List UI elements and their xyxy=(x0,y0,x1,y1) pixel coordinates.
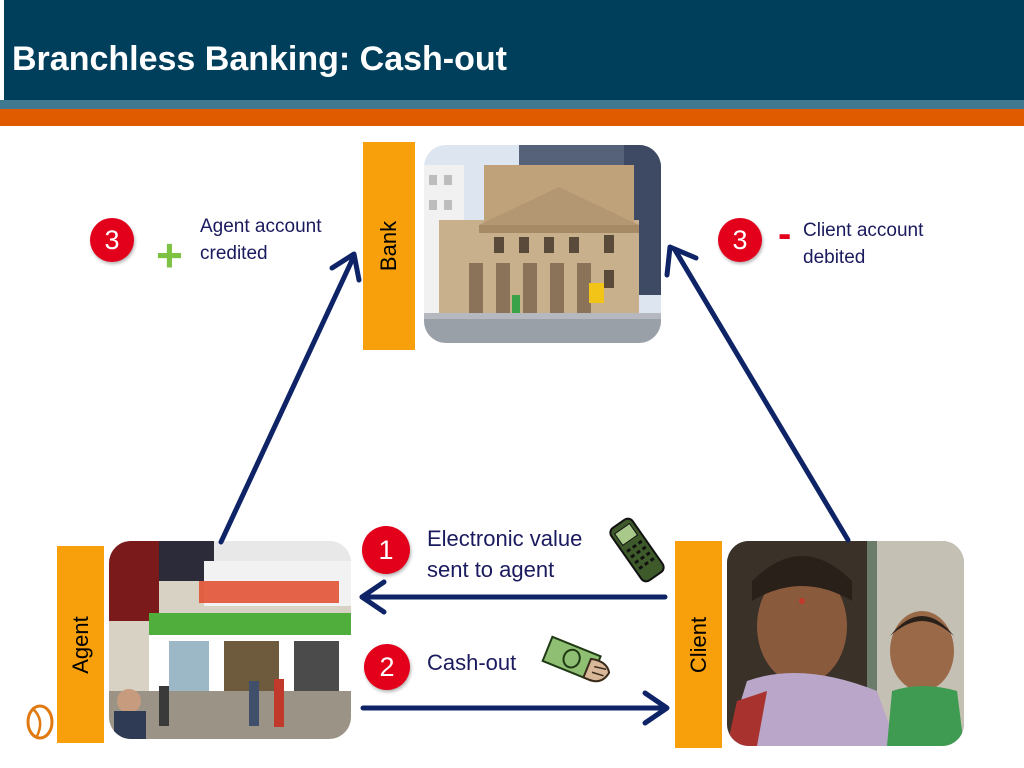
step-2-line1: Cash-out xyxy=(427,650,517,675)
step-3-agent-badge: 3 xyxy=(90,218,134,262)
arrow-client-to-bank xyxy=(672,247,851,543)
step-1-line2: sent to agent xyxy=(427,557,555,582)
step-1-badge: 1 xyxy=(362,526,410,574)
agent-credited-line2: credited xyxy=(200,243,268,264)
bank-label-bar: Bank xyxy=(363,142,415,350)
logo-icon xyxy=(22,700,62,749)
agent-credited-line1: Agent account xyxy=(200,216,322,237)
client-mother-child-image xyxy=(727,541,964,746)
agent-photo xyxy=(109,541,351,739)
agent-credited-caption: Agent account credited xyxy=(200,213,321,267)
step-3-client-badge: 3 xyxy=(718,218,762,262)
step-1-caption: Electronic value sent to agent xyxy=(427,523,582,585)
step-1-line1: Electronic value xyxy=(427,526,583,551)
step-2-badge: 2 xyxy=(364,644,410,690)
header-edge xyxy=(0,0,4,100)
arrow-client-to-bank-head xyxy=(664,244,699,278)
slide-header: Branchless Banking: Cash-out xyxy=(0,0,1024,100)
minus-sign: - xyxy=(778,212,792,256)
client-debited-line1: Client account xyxy=(803,220,924,241)
agent-label-bar: Agent xyxy=(57,546,104,743)
step-2-caption: Cash-out xyxy=(427,647,516,678)
slide-title: Branchless Banking: Cash-out xyxy=(12,40,507,78)
header-teal-band xyxy=(0,100,1024,109)
arrow-agent-to-bank xyxy=(218,253,357,545)
mobile-phone-icon xyxy=(606,514,668,591)
agent-shop-image xyxy=(109,541,351,739)
client-debited-caption: Client account debited xyxy=(803,217,923,271)
bank-building-image xyxy=(424,145,661,343)
money-hand-icon xyxy=(538,634,616,699)
header-orange-band xyxy=(0,109,1024,126)
client-label-bar: Client xyxy=(675,541,722,748)
client-debited-line2: debited xyxy=(803,247,866,268)
bank-photo xyxy=(424,145,661,343)
arrow-agent-to-client-head xyxy=(642,690,670,726)
arrow-agent-to-bank-head xyxy=(329,251,362,283)
client-photo xyxy=(727,541,964,746)
plus-sign: + xyxy=(156,229,183,281)
arrow-client-to-agent-head xyxy=(359,579,387,615)
